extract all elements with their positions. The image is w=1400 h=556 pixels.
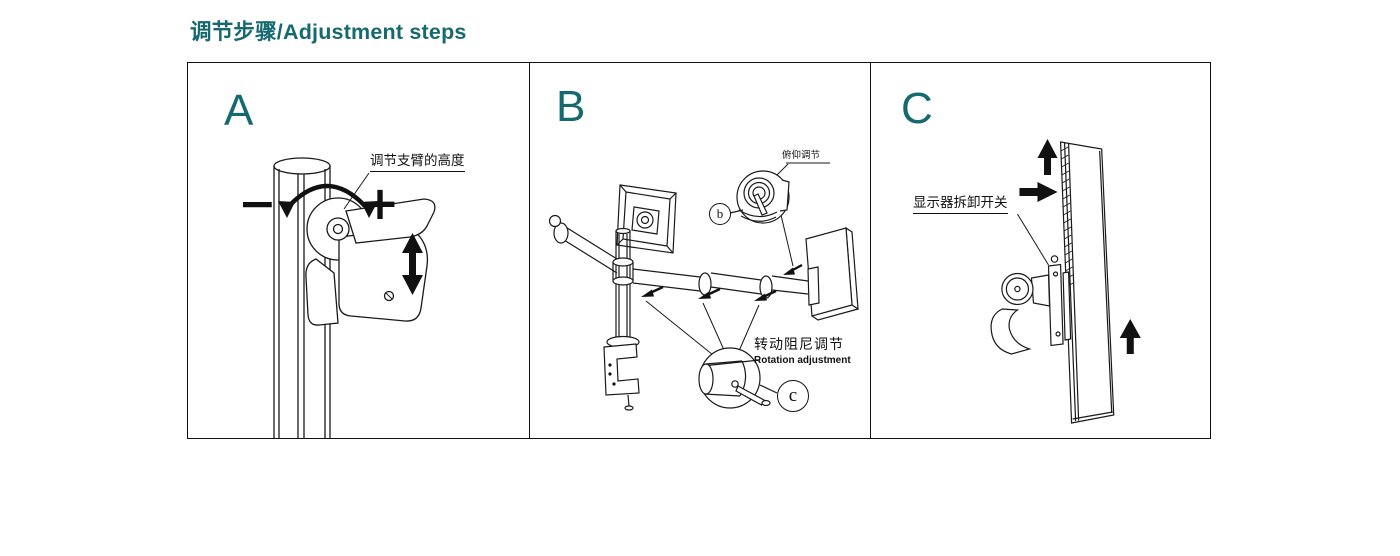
tilt-adjust-label: 俯仰调节 — [782, 151, 821, 161]
rotation-adjust-label-en: Rotation adjustment — [754, 355, 851, 366]
panel-a-illustration — [273, 157, 436, 438]
steps-frame: A − + 调节支臂的高度 — [187, 62, 1211, 439]
rotation-adjust-label-zh: 转动阻尼调节 — [754, 338, 844, 353]
rotation-arrow-icon — [278, 183, 378, 218]
rotation-detail-circle — [698, 347, 778, 409]
rotation-adjust-arrows — [641, 263, 803, 301]
direction-arrows — [1019, 139, 1141, 354]
right-arm-chain — [632, 268, 809, 299]
callout-b: b — [709, 203, 731, 225]
panel-b-illustration — [548, 162, 859, 411]
monitor-detach-label: 显示器拆卸开关 — [913, 195, 1008, 214]
leader-lines — [645, 162, 830, 356]
arm-hub — [612, 257, 634, 286]
callout-c: c — [777, 380, 809, 412]
monitor-side — [1059, 141, 1115, 424]
minus-symbol: − — [238, 176, 277, 230]
tilt-detail-circle — [729, 170, 790, 224]
monitor-back — [616, 184, 677, 254]
panel-a-letter: A — [224, 86, 254, 135]
panel-c: C 显示器拆卸开关 — [871, 63, 1210, 438]
up-down-arrow-icon — [402, 233, 423, 295]
panel-b: B 俯仰调节 转动阻尼调节 Rotation adjustment b c — [530, 63, 871, 438]
plus-symbol: + — [360, 176, 400, 230]
arm-height-label: 调节支臂的高度 — [370, 153, 465, 172]
label-leader-line — [1017, 213, 1049, 266]
label-leader-line — [343, 172, 370, 210]
panel-c-illustration — [990, 139, 1141, 424]
desk-clamp — [603, 343, 640, 411]
panel-b-letter: B — [556, 82, 586, 131]
panel-c-letter: C — [901, 84, 933, 133]
right-monitor — [805, 226, 859, 321]
vesa-mount — [990, 255, 1072, 355]
left-arm — [548, 214, 618, 274]
panel-a: A − + 调节支臂的高度 — [188, 63, 530, 438]
page-title: 调节步骤/Adjustment steps — [190, 20, 467, 44]
